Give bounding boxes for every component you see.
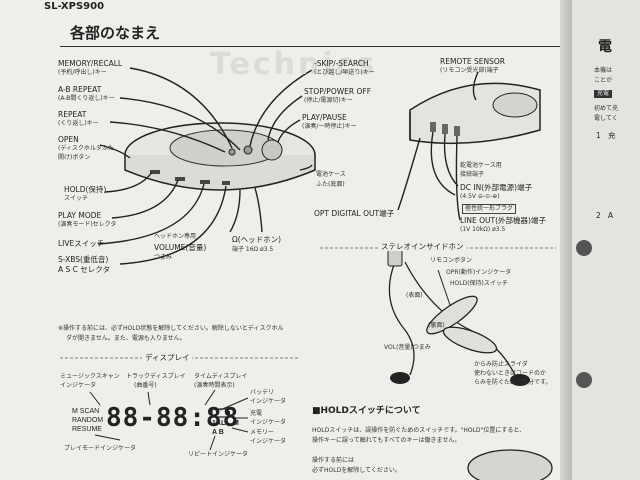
note-line-2: ダが開きません。また、電源も入りません。 [66, 335, 186, 342]
label-charge-indicator: 充電 [250, 410, 263, 417]
next-page-badge: 充電 [594, 90, 613, 98]
label-slider: からみ防止スライダ [474, 361, 528, 368]
label-repeat-sub: (くり返し)キー [58, 120, 99, 127]
label-remote-button: リモコンボタン [430, 257, 473, 264]
note-line-1: ※操作する前には、必ずHOLD状態を解除してください。解除しないとディスクホル [58, 325, 284, 332]
label-dc-in-sub: (4.5V ⊖-⊙-⊕) [460, 193, 500, 200]
label-charge-indicator-sub: インジケータ [250, 419, 287, 426]
lcd-all: 1ALL [212, 420, 230, 427]
label-stop-power: STOP/POWER OFF [304, 87, 372, 96]
next-page-step-1: 1 [596, 131, 601, 140]
label-opt-out: OPT DIGITAL OUT端子 [314, 209, 395, 218]
lcd-digits: 88-88:88 [106, 403, 240, 433]
lcd-resume: RESUME [72, 426, 102, 433]
label-music-scan: ミュージックスキャン [60, 373, 120, 380]
next-page-step-2: 2 [596, 211, 601, 220]
label-play-mode-indicator: プレイモードインジケータ [64, 445, 137, 452]
next-page-step-1-text: 充 [608, 131, 616, 140]
watermark-text: Technics [210, 47, 378, 82]
display-section-title: ディスプレイ [142, 354, 193, 362]
label-volume-sub: つまみ [154, 254, 173, 261]
label-ab-repeat: A-B REPEAT [58, 85, 102, 94]
label-battery-case: 電池ケース [316, 171, 346, 178]
next-page-line-3: 初めて充 [594, 105, 619, 112]
page-title: 各部のなまえ [70, 24, 161, 42]
label-battery-indicator: バッテリ [250, 389, 275, 396]
label-open-sub1: (ディスクホルダふた [58, 145, 114, 152]
next-page-line-2: ことが [594, 77, 613, 84]
next-page-heading: 電 [598, 39, 612, 55]
label-remote-pin: 極性統一形プラグ [462, 204, 517, 214]
label-open: OPEN [58, 135, 79, 144]
label-sxbs: S-XBS(重低音) [58, 255, 109, 264]
label-music-scan-sub: インジケータ [60, 382, 97, 389]
label-sxbs-sub: A S C セレクタ [58, 265, 110, 274]
label-battery-indicator-sub: インジケータ [250, 398, 287, 405]
label-open-sub2: 開け)ボタン [58, 154, 91, 161]
lcd-random: RANDOM [72, 417, 104, 424]
label-skip-search-sub: (とび越し/早送り)キー [314, 69, 375, 76]
hold-line-1: HOLDスイッチは、誤操作を防ぐためのスイッチです。"HOLD"位置にすると、 [312, 427, 526, 434]
label-volume: VOLUME(音量) [154, 243, 207, 252]
label-memory-recall: MEMORY/RECALL [58, 59, 123, 68]
label-play-mode-sub: (演奏モード)セレクタ [58, 221, 117, 228]
label-vol-knob: VOL(音量)つまみ [384, 344, 431, 351]
label-memory-indicator-sub: インジケータ [250, 438, 287, 445]
hold-line-4: 必ずHOLDを解除してください。 [312, 467, 401, 474]
manual-page: SL-XPS900 各部のなまえ [0, 0, 572, 480]
hold-line-2: 操作キーに誤って触れてもすべてのキーは働きません。 [312, 437, 461, 444]
next-page-line-4: 電してく [594, 115, 618, 122]
label-front: (表面) [406, 292, 423, 299]
label-line-out: LINE OUT(外部機器)端子 [460, 216, 546, 225]
label-hold: HOLD(保持) [64, 185, 107, 194]
label-repeat: REPEAT [58, 110, 87, 119]
title-underline [60, 46, 560, 47]
lcd-m: M [233, 420, 239, 427]
label-dry-battery: 乾電池ケース用 [460, 162, 502, 169]
lcd-ab: A B [212, 429, 224, 436]
lcd-mscan: M SCAN [72, 408, 100, 415]
label-stop-power-sub: (停止/電源切)キー [304, 97, 353, 104]
next-page-line-1: 本機は [594, 67, 613, 74]
label-remote-sensor: REMOTE SENSOR [440, 57, 506, 66]
label-play-pause-sub: (演奏/一時停止)キー [302, 123, 357, 130]
label-time-display-sub: (演奏時間表示) [194, 382, 235, 389]
label-repeat-indicator: リピートインジケータ [188, 451, 249, 458]
model-number: SL-XPS900 [44, 1, 105, 12]
label-ab-repeat-sub: (A-B間くり返し)キー [58, 95, 115, 102]
binder-hole-bottom [576, 372, 592, 388]
label-track-display-sub: (曲番号) [134, 382, 157, 389]
label-dc-in: DC IN(外部電源)端子 [460, 183, 533, 192]
label-battery-case-sub: ふた(底面) [316, 181, 345, 188]
label-track-display: トラックディスプレイ [126, 373, 186, 380]
label-hold-sub: スイッチ [64, 195, 89, 202]
label-slider-sub1: 使わないときはコードのか [474, 370, 547, 377]
label-dry-battery-sub: 接続端子 [460, 171, 485, 178]
label-back: (裏面) [428, 322, 445, 329]
label-opr-indicator: OPR(動作)インジケータ [446, 269, 512, 276]
label-skip-search: -SKIP/-SEARCH [314, 59, 369, 68]
label-slider-sub2: らみを防ぐための部分です。 [474, 379, 552, 386]
hold-section-title: ■HOLDスイッチについて [312, 406, 421, 416]
binder-hole-top [576, 240, 592, 256]
remote-section-title: ステレオインサイドホン [378, 243, 467, 251]
label-line-out-sub: (1V 10kΩ) ø3.5 [460, 226, 506, 233]
label-play-mode: PLAY MODE [58, 211, 102, 220]
label-volume-pre: ヘッドホン専用 [154, 233, 197, 240]
next-page-step-2-text: A [608, 211, 614, 220]
label-memory-recall-sub: (予約/呼出し)キー [58, 69, 107, 76]
label-time-display: タイムディスプレイ [194, 373, 248, 380]
player-illustration [60, 67, 556, 480]
label-live: LIVEスイッチ [58, 239, 105, 248]
next-page: 電 本機は ことが 充電 初めて充 電してく 1 充 2 A [572, 0, 640, 480]
label-headphone-sub: 端子 16Ω ø3.5 [232, 246, 274, 253]
label-remote-sensor-sub: (リモコン受光部)端子 [440, 67, 499, 74]
hold-line-3: 操作する前には [312, 457, 355, 464]
label-play-pause: PLAY/PAUSE [302, 113, 347, 122]
label-memory-indicator: メモリー [250, 429, 275, 436]
label-headphone: Ω(ヘッドホン) [232, 235, 282, 244]
label-hold-switch-remote: HOLD(保持)スイッチ [450, 280, 508, 287]
